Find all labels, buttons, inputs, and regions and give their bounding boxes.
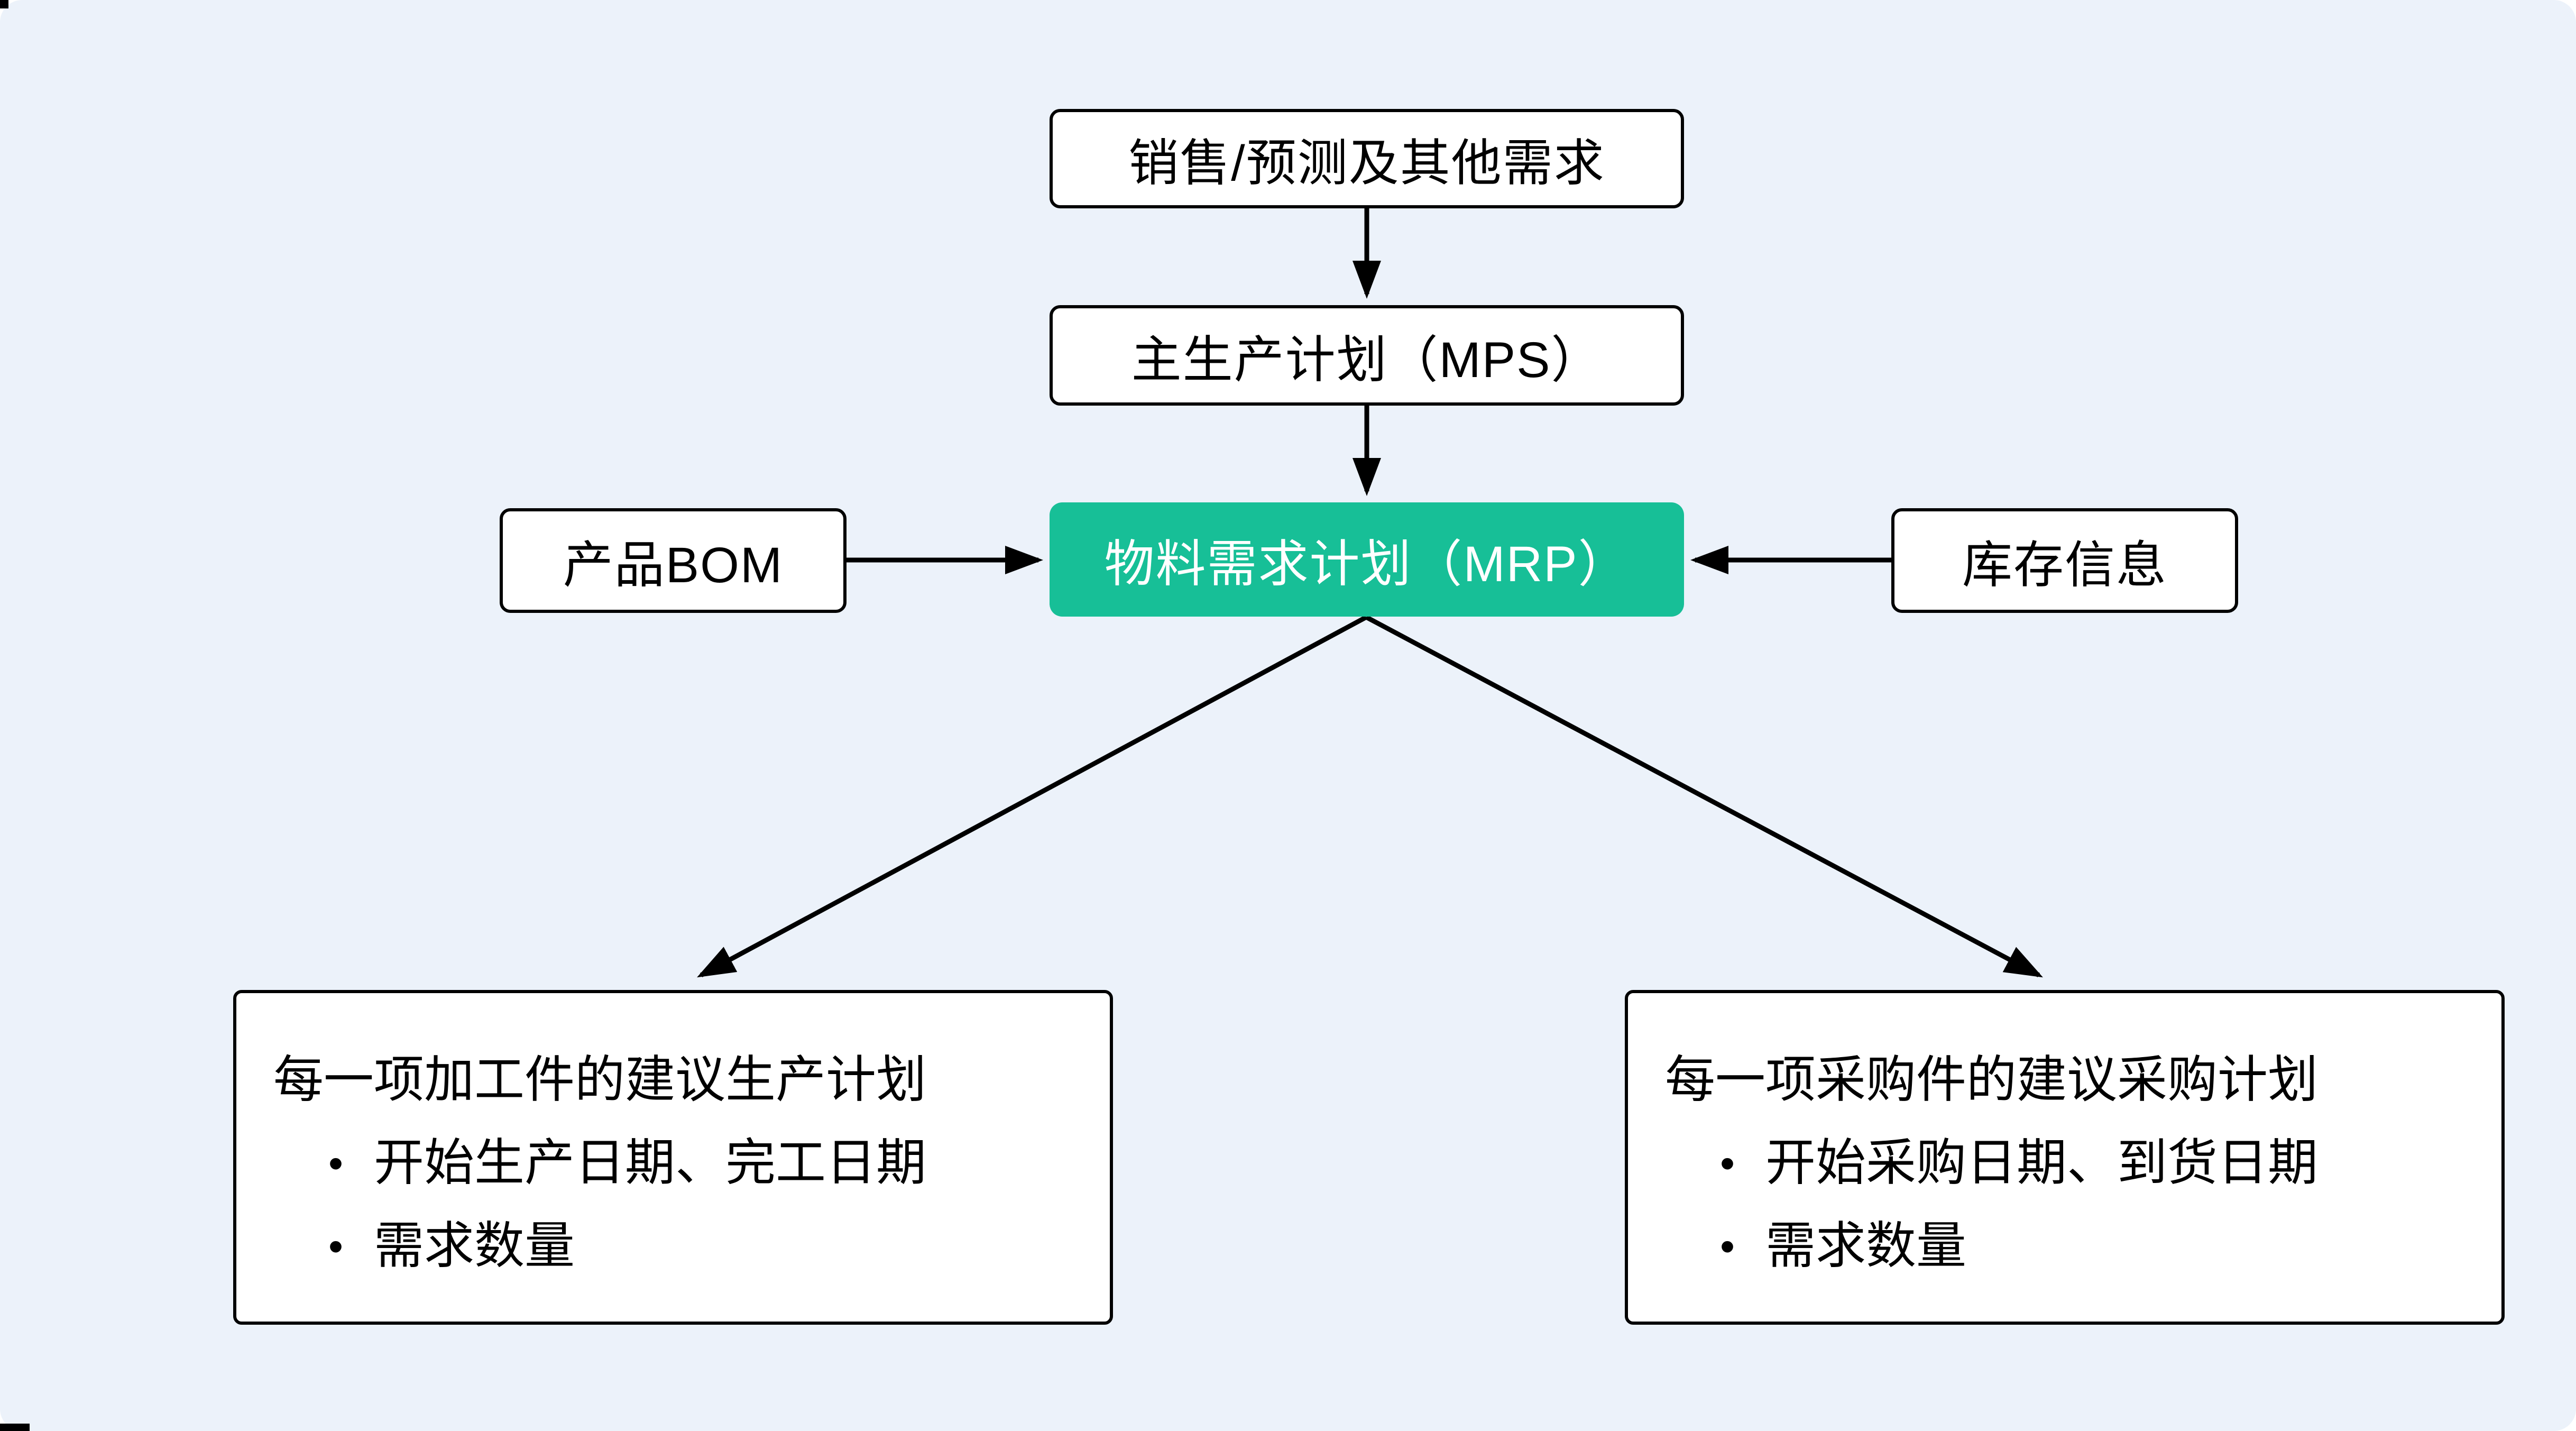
node-production-plan: 每一项加工件的建议生产计划 • 开始生产日期、完工日期 • 需求数量 (233, 990, 1113, 1325)
node-mrp: 物料需求计划（MRP） (1050, 502, 1684, 617)
node-mps: 主生产计划（MPS） (1050, 305, 1684, 406)
node-sales-forecast: 销售/预测及其他需求 (1050, 109, 1684, 208)
bullet-icon: • (1719, 1140, 1735, 1187)
bullet-icon: • (328, 1223, 343, 1270)
purchase-plan-bullet-1: • 开始采购日期、到货日期 (1665, 1122, 2501, 1205)
arrow-mrp-to-production-plan (697, 615, 1368, 978)
node-sales-forecast-label: 销售/预测及其他需求 (1128, 135, 1605, 191)
purchase-plan-bullet-2: • 需求数量 (1665, 1205, 2501, 1288)
production-plan-bullet-2: • 需求数量 (273, 1205, 1110, 1288)
purchase-plan-bullet-1-text: 开始采购日期、到货日期 (1765, 1135, 2319, 1191)
corner-artifact-bottom-left (0, 1424, 30, 1431)
arrow-mrp-to-purchase-plan (1365, 615, 2043, 978)
node-product-bom: 产品BOM (500, 508, 847, 613)
purchase-plan-bullet-2-text: 需求数量 (1765, 1218, 1967, 1274)
bullet-icon: • (1719, 1223, 1735, 1270)
node-inventory-info-label: 库存信息 (1962, 537, 2167, 593)
node-inventory-info: 库存信息 (1891, 508, 2238, 613)
node-product-bom-label: 产品BOM (563, 537, 784, 593)
node-mps-label: 主生产计划（MPS） (1131, 332, 1603, 388)
bullet-icon: • (328, 1140, 343, 1187)
node-mrp-label: 物料需求计划（MRP） (1104, 536, 1630, 592)
production-plan-bullet-1: • 开始生产日期、完工日期 (273, 1122, 1110, 1205)
production-plan-bullet-1-text: 开始生产日期、完工日期 (374, 1135, 927, 1191)
node-purchase-plan: 每一项采购件的建议采购计划 • 开始采购日期、到货日期 • 需求数量 (1625, 990, 2505, 1325)
production-plan-bullet-2-text: 需求数量 (374, 1218, 575, 1274)
corner-artifact-top-left (0, 0, 8, 8)
production-plan-title: 每一项加工件的建议生产计划 (273, 1052, 927, 1108)
purchase-plan-title: 每一项采购件的建议采购计划 (1665, 1052, 2319, 1108)
